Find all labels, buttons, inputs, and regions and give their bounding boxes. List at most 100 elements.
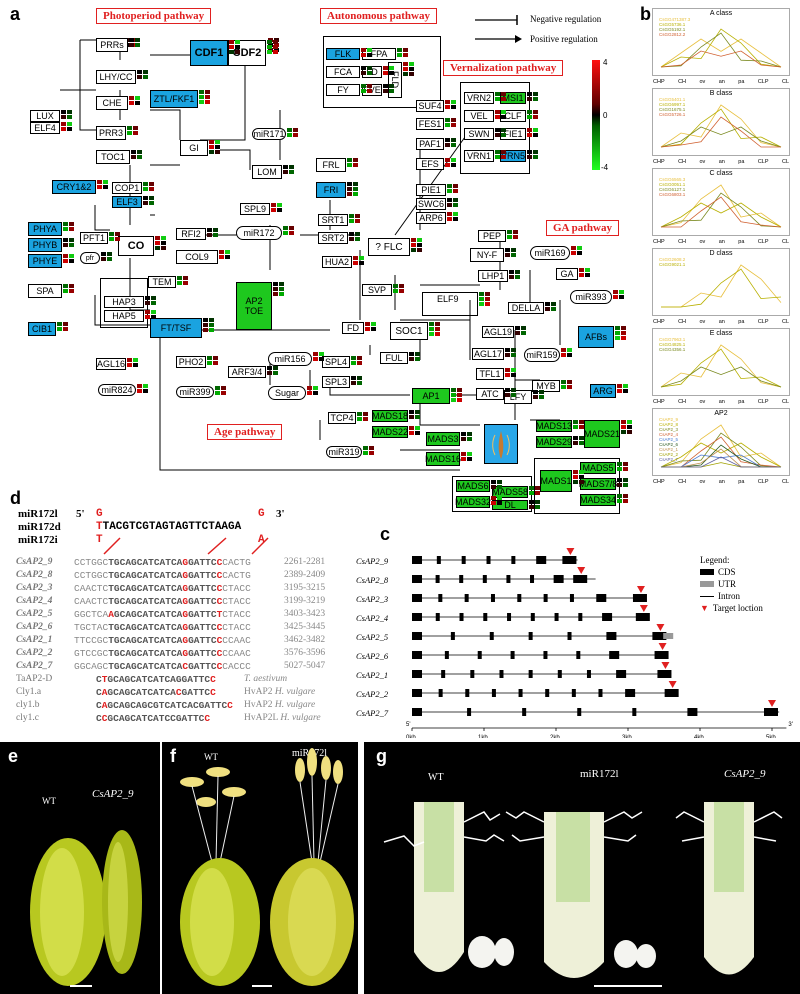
gene-pho2: PHO2 (176, 356, 206, 368)
heatmap-cry (97, 180, 108, 189)
x-tick: CL (781, 399, 789, 405)
alignment-range: 2261-2281 (284, 557, 326, 567)
alignment-species: HvAP2L H. vulgare (244, 713, 321, 723)
heatmap-vrn1 (495, 150, 506, 159)
exon-block (412, 594, 422, 602)
gene-pie1: PIE1 (416, 184, 446, 196)
series-line (660, 116, 781, 148)
target-exon (635, 613, 650, 621)
heatmap-flk (361, 48, 372, 57)
exon-block (507, 613, 512, 621)
series-line (660, 424, 782, 468)
gene-pfr: pfr (80, 252, 100, 264)
series-line (660, 442, 782, 468)
gene-arp6: ARP6 (416, 212, 446, 224)
exon-block (450, 632, 455, 640)
gene-vrn5: VRN5 (500, 150, 526, 162)
gene-model-name: CsAP2_2 (356, 689, 389, 699)
x-tick: CHP (653, 159, 665, 165)
gene-suf4: SUF4 (416, 100, 444, 112)
heatmap-ap1 (451, 388, 462, 402)
exon-block (412, 651, 422, 659)
exon-block (438, 689, 443, 697)
expression-colorbar (592, 60, 600, 170)
gene-mads18: MADS18 (372, 410, 409, 422)
alignment-sequence: GGCTCAAGCAGCATCATCAGGATTCTCTACC (74, 609, 251, 620)
exon-block (438, 594, 443, 602)
x-tick: CLP (757, 399, 769, 405)
gene-mir171: miR171 (252, 128, 286, 140)
mirna-172i-right: A (258, 534, 265, 546)
alignment-range: 3462-3482 (284, 635, 326, 645)
alignment-gene-name: CsAP2_3 (16, 583, 53, 593)
alignment-sequence: CAGCAGCAGCGTCATCACGATTCC (96, 700, 233, 711)
floret-illustration-f (180, 748, 354, 987)
gene-pft1: PFT1 (80, 232, 108, 244)
heatmap-lhy (137, 70, 148, 79)
gene-frl: FRL (316, 158, 346, 172)
gene-flk: FLK (326, 48, 360, 60)
exon-block (477, 651, 482, 659)
target-exon (764, 708, 778, 716)
heatmap-mads32 (491, 496, 502, 505)
gene-mads78: MADS7/8 (578, 478, 618, 490)
photo-g-mut2-label: CsAP2_9 (724, 768, 766, 780)
heatmap-suf4 (445, 100, 456, 109)
heatmap-arf34 (267, 366, 278, 375)
gene-agl16: AGL16 (96, 358, 126, 370)
exon-block (522, 708, 527, 716)
target-site-marker (661, 662, 670, 669)
exon-block (543, 594, 548, 602)
exon-block (459, 575, 464, 583)
heatmap-mads22 (409, 426, 420, 435)
expression-plot-lines (660, 344, 782, 388)
target-site-marker (639, 605, 648, 612)
mirna-172l-right: G (258, 508, 265, 520)
alignment-range: 3576-3596 (284, 648, 326, 658)
exon-block (412, 708, 422, 716)
gene-cop1: COP1 (112, 182, 142, 194)
gene-prrs: PRRs (96, 38, 128, 52)
target-exon (664, 689, 679, 697)
series-line (660, 28, 782, 68)
series-line (660, 432, 782, 468)
kb-axis-label: 3kb (622, 735, 632, 738)
utr-block (663, 633, 674, 639)
x-tick: CH (678, 159, 687, 165)
heatmap-mads21 (621, 420, 632, 434)
target-site-marker (668, 681, 677, 688)
exon-block (530, 613, 535, 621)
x-tick: CL (781, 319, 789, 325)
alignment-species: T. aestivum (244, 674, 288, 684)
gene-mir399: miR399 (176, 386, 214, 398)
target-exon (657, 670, 672, 678)
gene-spl3: SPL3 (322, 376, 350, 388)
alignment-gene-name: CsAP2_2 (16, 648, 53, 658)
series-label: CsGG6997.1 (659, 102, 686, 107)
gene-structure-legend: Legend: CDS UTR Intron ▼Target loction (700, 554, 763, 614)
gene-mads5: MADS5 (580, 462, 616, 474)
gene-mir156: miR156 (268, 352, 312, 366)
gene-arg: ARG (590, 384, 616, 398)
gene-tcp4: TCP4 (328, 412, 356, 424)
colorbar-min: -4 (601, 163, 609, 172)
x-tick: CH (678, 319, 687, 325)
heatmap-prr3 (127, 126, 138, 135)
exon-block (586, 670, 591, 678)
x-tick: pa (738, 399, 745, 405)
x-tick: ov (699, 79, 706, 85)
exon-block (412, 613, 422, 621)
alignment-sequence: CAACTCTGCAGCATCATCAGGATTCCCTACC (74, 596, 251, 607)
exon-block (412, 575, 422, 583)
heatmap-soc1 (429, 322, 440, 336)
